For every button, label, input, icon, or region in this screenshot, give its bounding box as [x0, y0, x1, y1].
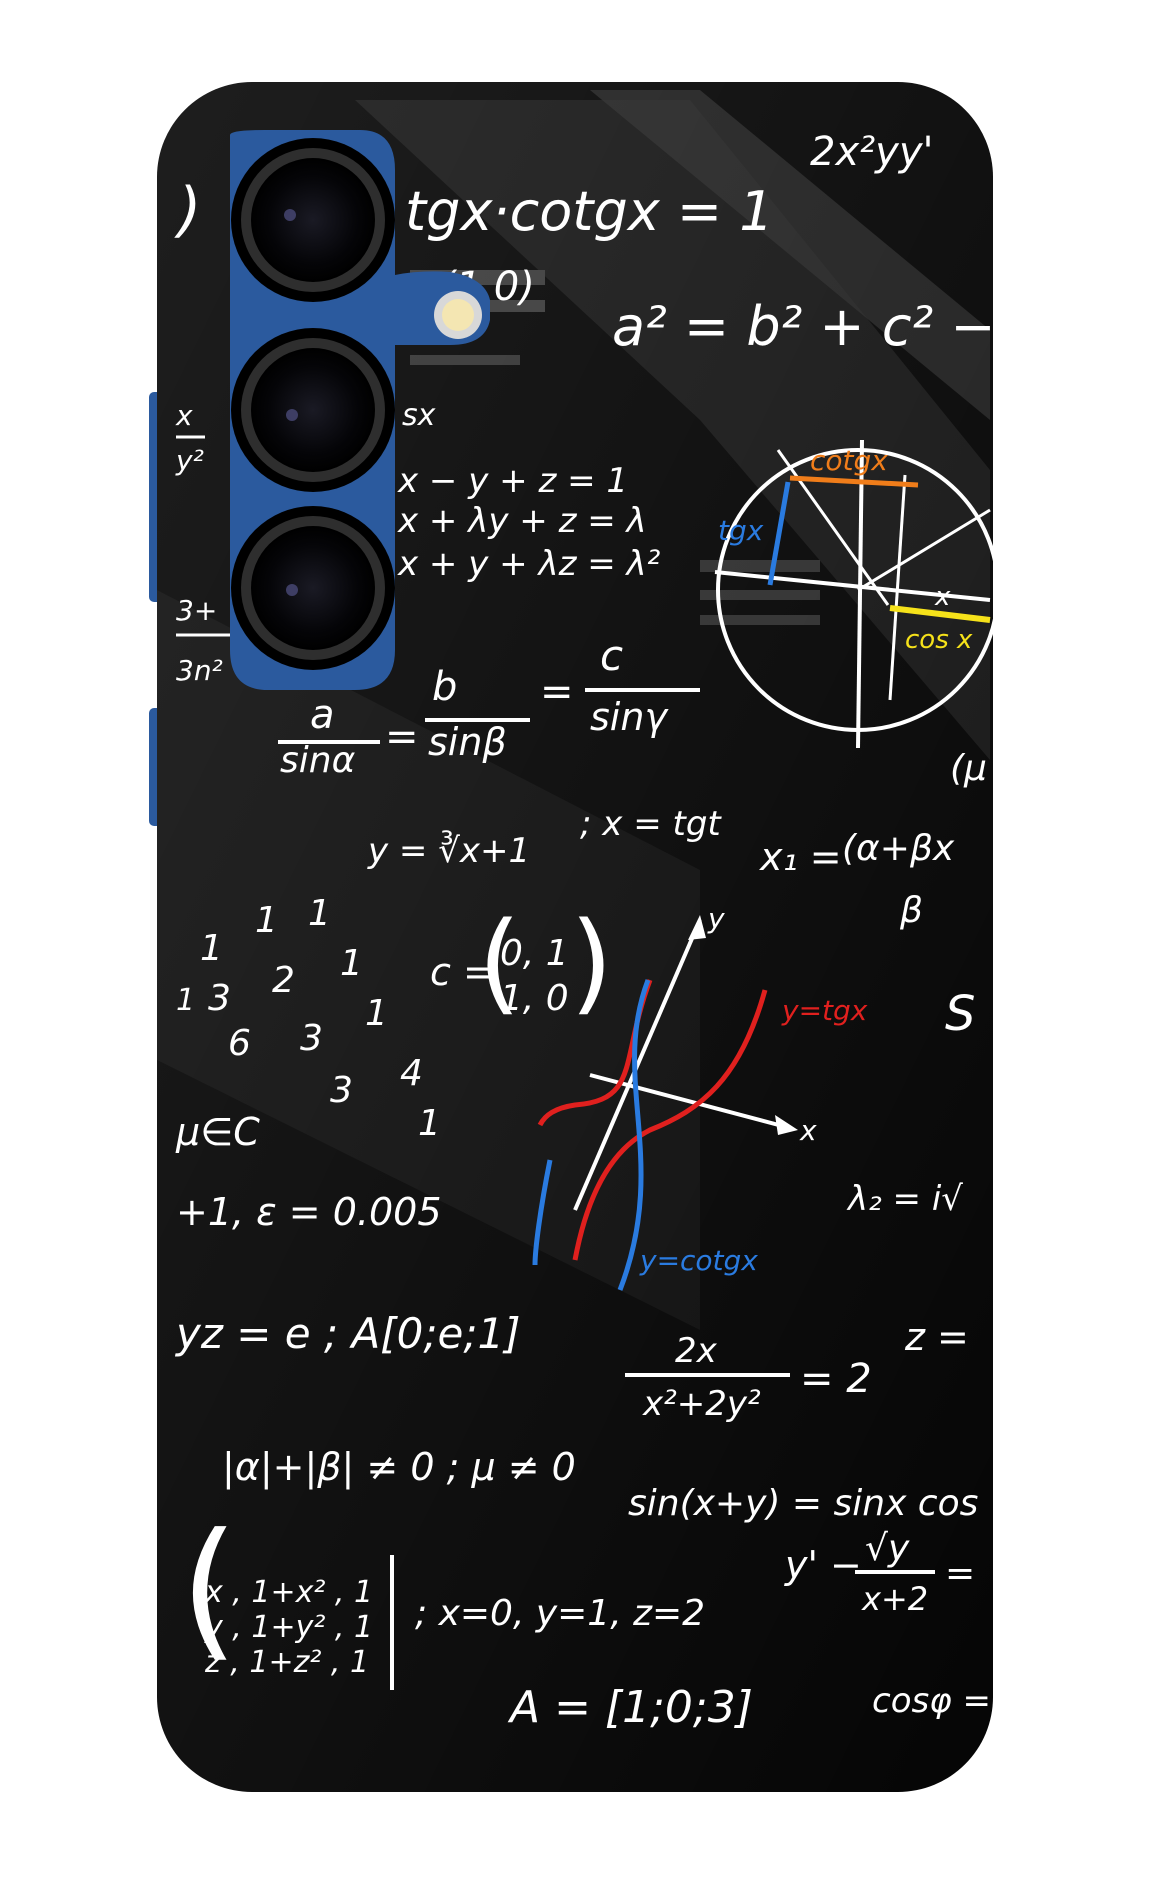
formula-epsilon: +1, ε = 0.005 [176, 1190, 442, 1234]
paren-left: ( [478, 898, 521, 1026]
digit: 3 [208, 978, 231, 1019]
formula-cosine-law: a² = b² + c² − 2 [612, 295, 1047, 358]
matrix-row-1: x , 1+x² , 1 [204, 1575, 373, 1610]
formula-frac-left-bottom: y² [175, 444, 204, 477]
formula-system-2: x + λy + z = λ [397, 501, 647, 541]
formula-x-plus-2: x+2 [861, 1580, 928, 1618]
digit: 1 [418, 1103, 441, 1144]
formula-y-prime-eq: = [945, 1553, 975, 1594]
eq-sign: = [540, 669, 574, 715]
digit: 6 [228, 1023, 251, 1064]
formula-right-mu: (μ [950, 748, 987, 789]
tg-curve-label: y=tgx [781, 994, 868, 1027]
digit: 1 [365, 993, 388, 1034]
formula-x1-beta: β [899, 890, 923, 931]
cosx-label: cos x [905, 625, 973, 655]
matrix-row-3: z , 1+z² , 1 [204, 1645, 369, 1680]
formula-cos-phi: cosφ = [872, 1681, 991, 1721]
camera-lens-icon [251, 526, 375, 650]
sine-law-sina: sinα [280, 740, 356, 781]
cotg-segment [789, 475, 919, 488]
angle-x-label: x [934, 582, 951, 612]
formula-a-vector: A = [1;0;3] [507, 1682, 753, 1733]
cotgx-label: cotgx [810, 444, 888, 477]
frac2x-num: 2x [675, 1331, 718, 1371]
sine-law-c: c [600, 631, 623, 680]
c-matrix-row-1: 0, 1 [500, 933, 569, 974]
formula-three-frac: 3+ [176, 594, 217, 627]
formula-x1-label: x₁ = [759, 835, 842, 879]
sine-law-sinb: sinβ [428, 720, 507, 764]
formula-z-eq: z = [904, 1315, 969, 1359]
matrix-row-2: y , 1+y² , 1 [204, 1610, 373, 1645]
c-matrix-label: c = [430, 950, 495, 994]
formula-abs-ineq: |α|+|β| ≠ 0 ; μ ≠ 0 [222, 1445, 576, 1490]
formula-tg-cotg: tgx·cotgx = 1 [405, 180, 774, 243]
tgx-label: tgx [718, 514, 764, 547]
formula-x1-expr: (α+βx [842, 828, 955, 869]
formula-xyz-values: ; x=0, y=1, z=2 [415, 1593, 705, 1634]
graph-x-axis-label: x [799, 1114, 817, 1147]
digit: 3 [300, 1018, 323, 1059]
unit-circle-diagram: cotgx tgx cos x x [714, 439, 993, 749]
formula-sqrt-y: √y [865, 1528, 910, 1569]
tangent-graph: y x y=tgx y=cotgx [532, 902, 868, 1291]
camera-module [230, 130, 490, 690]
digit: 1 [308, 893, 331, 934]
digit: 1 [200, 928, 223, 969]
camera-lens-icon [251, 158, 375, 282]
sine-law-sing: sinγ [590, 695, 669, 739]
cos-segment [889, 605, 991, 623]
formula-yz-e: yz = e ; A[0;e;1] [174, 1309, 521, 1358]
digit: 1 [176, 983, 195, 1018]
formula-sx: sx [402, 398, 436, 433]
formula-lambda2: λ₂ = i√ [846, 1179, 963, 1219]
formula-x-tgt: ; x = tgt [580, 804, 722, 844]
digit: 4 [400, 1053, 423, 1094]
formula-right-s: S [945, 986, 975, 1042]
formula-system-3: x + y + λz = λ² [397, 544, 661, 584]
formula-frac-left-top: x [175, 399, 193, 432]
digit: 2 [272, 960, 295, 1001]
digit: 3 [330, 1070, 353, 1111]
graph-y-axis-label: y [707, 902, 725, 935]
paren-right: ) [570, 898, 613, 1026]
formula-cube-root: y = ∛x+1 [367, 830, 530, 871]
cotg-curve-label: y=cotgx [639, 1244, 758, 1277]
formula-y-prime: y' − [784, 1543, 862, 1587]
formula-sin-sum: sin(x+y) = sinx cos [628, 1483, 978, 1524]
frac2x-den: x²+2y² [642, 1384, 761, 1424]
formula-system-1: x − y + z = 1 [397, 461, 628, 501]
sine-law-b: b [432, 664, 457, 710]
c-matrix-row-2: 1, 0 [500, 978, 569, 1019]
matrix-paren-left: ( [180, 1502, 239, 1676]
formula-quadratic: 2x²yy' [810, 129, 934, 175]
formula-mu-in-c: μ∈C [175, 1110, 260, 1154]
formula-three-n: 3n² [176, 654, 223, 687]
sine-law-a: a [310, 692, 335, 738]
camera-lens-icon [251, 348, 375, 472]
frac2x-eq: = 2 [800, 1356, 872, 1402]
digit: 1 [255, 900, 278, 941]
tg-segment [767, 481, 791, 586]
digit: 1 [340, 943, 363, 984]
eq-sign: = [385, 714, 419, 760]
brace-mark: ) [174, 175, 201, 245]
